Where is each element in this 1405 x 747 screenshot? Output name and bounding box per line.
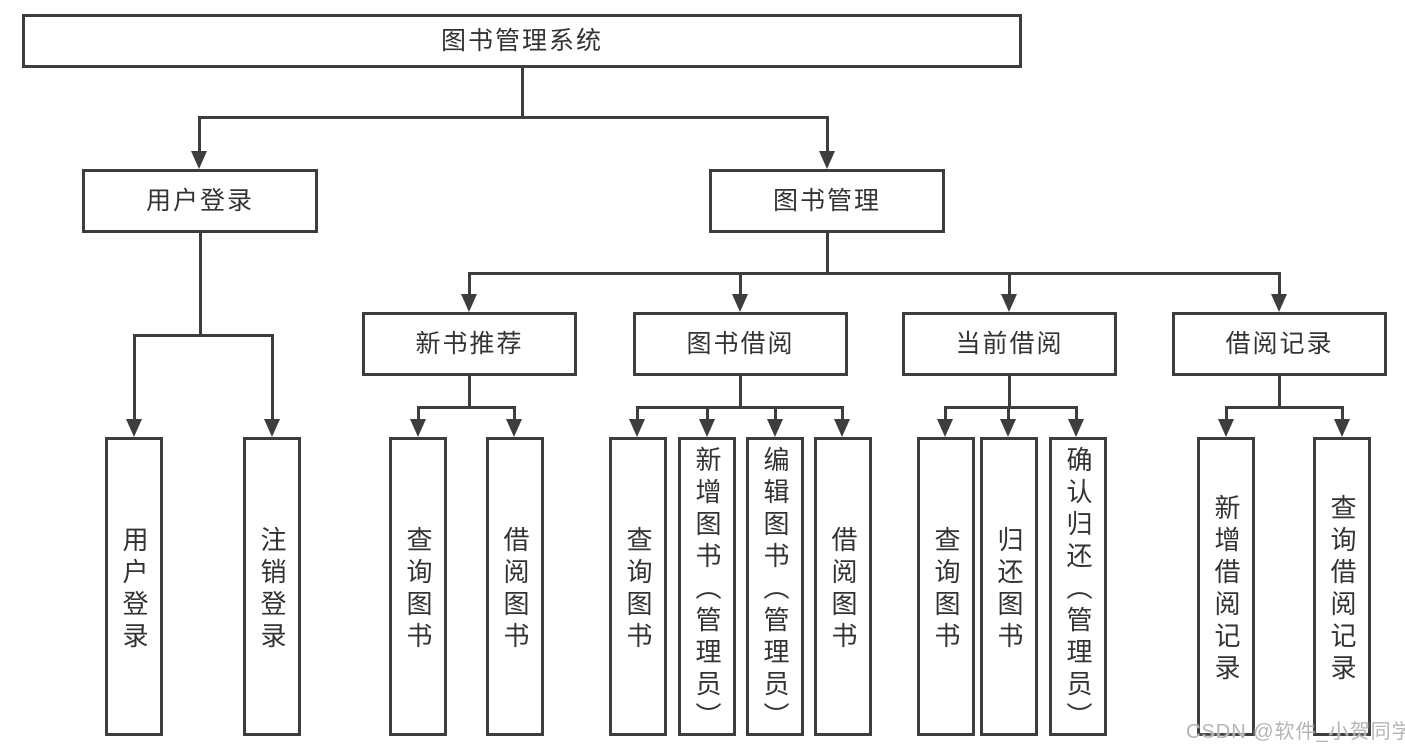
arrowhead-down-icon xyxy=(937,419,953,437)
connector-line xyxy=(706,406,709,421)
node-label: 查询图书 xyxy=(623,525,653,654)
leaf-add-book-admin: 新增图书（管理员） xyxy=(678,437,736,736)
connector-line xyxy=(133,334,136,421)
node-label: 图书借阅 xyxy=(686,329,795,358)
connector-line xyxy=(1008,272,1011,296)
node-label: 归还图书 xyxy=(994,525,1024,654)
leaf-query-books-current: 查询图书 xyxy=(917,437,975,736)
node-label: 注销登录 xyxy=(257,525,287,654)
connector-line xyxy=(739,272,742,296)
connector-line xyxy=(198,116,828,119)
arrowhead-down-icon xyxy=(767,419,783,437)
arrowhead-down-icon xyxy=(461,294,477,312)
arrowhead-down-icon xyxy=(1218,419,1234,437)
csdn-watermark: CSDN @软件_小贺同学 xyxy=(1186,721,1405,743)
arrowhead-down-icon xyxy=(1068,419,1084,437)
node-label: 借阅图书 xyxy=(828,525,858,654)
connector-line xyxy=(417,406,420,421)
connector-line xyxy=(1278,272,1281,296)
leaf-query-borrow-record: 查询借阅记录 xyxy=(1313,437,1371,736)
connector-line xyxy=(133,334,274,337)
connector-line xyxy=(636,406,844,409)
connector-line xyxy=(826,116,829,153)
connector-line xyxy=(826,233,829,275)
node-label: 新增借阅记录 xyxy=(1211,493,1241,686)
node-label: 查询图书 xyxy=(403,525,433,654)
arrowhead-down-icon xyxy=(506,419,522,437)
arrowhead-down-icon xyxy=(126,419,142,437)
node-label: 用户登录 xyxy=(145,186,254,215)
node-book-borrowing: 图书借阅 xyxy=(633,312,848,376)
connector-line xyxy=(198,116,201,153)
node-new-book-recommendation: 新书推荐 xyxy=(362,312,577,376)
leaf-query-books-recommend: 查询图书 xyxy=(389,437,447,736)
node-label: 新书推荐 xyxy=(415,329,524,358)
connector-line xyxy=(1341,406,1344,421)
leaf-query-books-borrow: 查询图书 xyxy=(609,437,667,736)
connector-line xyxy=(1008,376,1011,409)
arrowhead-down-icon xyxy=(629,419,645,437)
leaf-user-login: 用户登录 xyxy=(105,437,163,736)
node-user-login: 用户登录 xyxy=(82,169,318,233)
node-label: 新增图书（管理员） xyxy=(692,445,722,734)
arrowhead-down-icon xyxy=(699,419,715,437)
connector-line xyxy=(271,334,274,421)
node-label: 图书管理 xyxy=(772,186,881,215)
connector-line xyxy=(1075,406,1078,421)
connector-line xyxy=(841,406,844,421)
leaf-confirm-return-admin: 确认归还（管理员） xyxy=(1049,437,1107,736)
arrowhead-down-icon xyxy=(264,419,280,437)
node-label: 图书管理系统 xyxy=(440,26,603,55)
connector-line xyxy=(636,406,639,421)
connector-line xyxy=(1278,376,1281,409)
leaf-borrow-books-recommend: 借阅图书 xyxy=(486,437,544,736)
leaf-add-borrow-record: 新增借阅记录 xyxy=(1197,437,1255,736)
node-label: 借阅记录 xyxy=(1225,329,1334,358)
connector-line xyxy=(1225,406,1228,421)
node-label: 编辑图书（管理员） xyxy=(760,445,790,734)
connector-line xyxy=(513,406,516,421)
connector-line xyxy=(468,272,471,296)
node-label: 查询借阅记录 xyxy=(1327,493,1357,686)
leaf-borrow-books: 借阅图书 xyxy=(814,437,872,736)
node-borrowing-records: 借阅记录 xyxy=(1172,312,1387,376)
arrowhead-down-icon xyxy=(819,151,835,169)
connector-line xyxy=(468,376,471,409)
connector-line xyxy=(1007,406,1010,421)
leaf-logout-login: 注销登录 xyxy=(243,437,301,736)
connector-line xyxy=(199,233,202,337)
arrowhead-down-icon xyxy=(1271,294,1287,312)
connector-line xyxy=(739,376,742,409)
node-current-borrowing: 当前借阅 xyxy=(902,312,1117,376)
leaf-edit-book-admin: 编辑图书（管理员） xyxy=(746,437,804,736)
connector-line xyxy=(774,406,777,421)
node-label: 借阅图书 xyxy=(500,525,530,654)
node-label: 当前借阅 xyxy=(955,329,1064,358)
connector-line xyxy=(944,406,947,421)
arrowhead-down-icon xyxy=(1000,419,1016,437)
node-label: 用户登录 xyxy=(119,525,149,654)
arrowhead-down-icon xyxy=(191,151,207,169)
connector-line xyxy=(521,68,524,119)
arrowhead-down-icon xyxy=(834,419,850,437)
connector-line xyxy=(1225,406,1344,409)
connector-line xyxy=(468,272,1281,275)
arrowhead-down-icon xyxy=(1001,294,1017,312)
arrowhead-down-icon xyxy=(732,294,748,312)
connector-line xyxy=(944,406,1078,409)
node-library-management-system: 图书管理系统 xyxy=(22,14,1022,68)
arrowhead-down-icon xyxy=(1334,419,1350,437)
arrowhead-down-icon xyxy=(410,419,426,437)
node-label: 查询图书 xyxy=(931,525,961,654)
node-label: 确认归还（管理员） xyxy=(1063,445,1093,734)
node-book-management: 图书管理 xyxy=(709,169,945,233)
connector-line xyxy=(417,406,516,409)
leaf-return-books: 归还图书 xyxy=(980,437,1038,736)
